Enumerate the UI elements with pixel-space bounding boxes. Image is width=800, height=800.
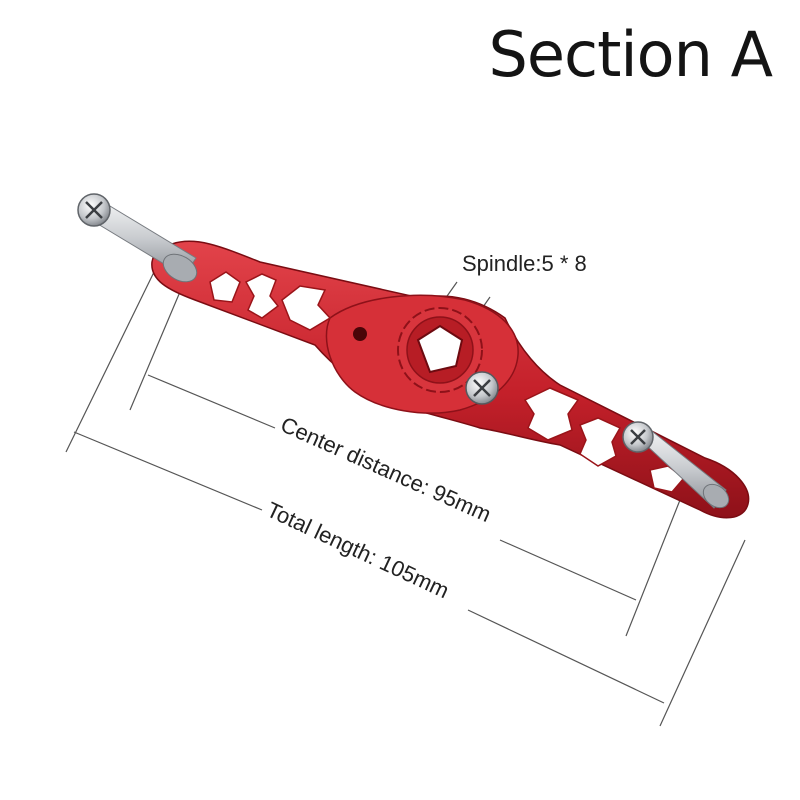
retaining-screw xyxy=(465,371,499,405)
small-hole xyxy=(353,327,367,341)
spindle-label: Spindle:5 * 8 xyxy=(462,251,587,276)
cutouts-left xyxy=(209,271,332,331)
extension-line-right-inner xyxy=(625,499,681,637)
reel-handle xyxy=(151,240,750,519)
extension-line-right-outer xyxy=(659,539,746,727)
cutouts-right xyxy=(523,387,686,493)
total-length-label: Total length: 105mm xyxy=(263,497,453,603)
extension-line-left-outer xyxy=(65,269,156,453)
total-length-line-right xyxy=(467,609,665,704)
left-knob-shaft xyxy=(77,193,198,283)
center-distance-label: Center distance: 95mm xyxy=(277,412,495,527)
center-distance-line-right xyxy=(499,539,637,601)
center-distance-line-left xyxy=(147,374,276,429)
extension-line-left-inner xyxy=(129,279,186,411)
spindle-fitting xyxy=(397,307,483,393)
square-spindle-hole xyxy=(416,324,464,374)
section-title: Section A xyxy=(488,18,773,91)
total-length-line-left xyxy=(73,431,263,511)
right-knob-shaft xyxy=(622,421,730,509)
